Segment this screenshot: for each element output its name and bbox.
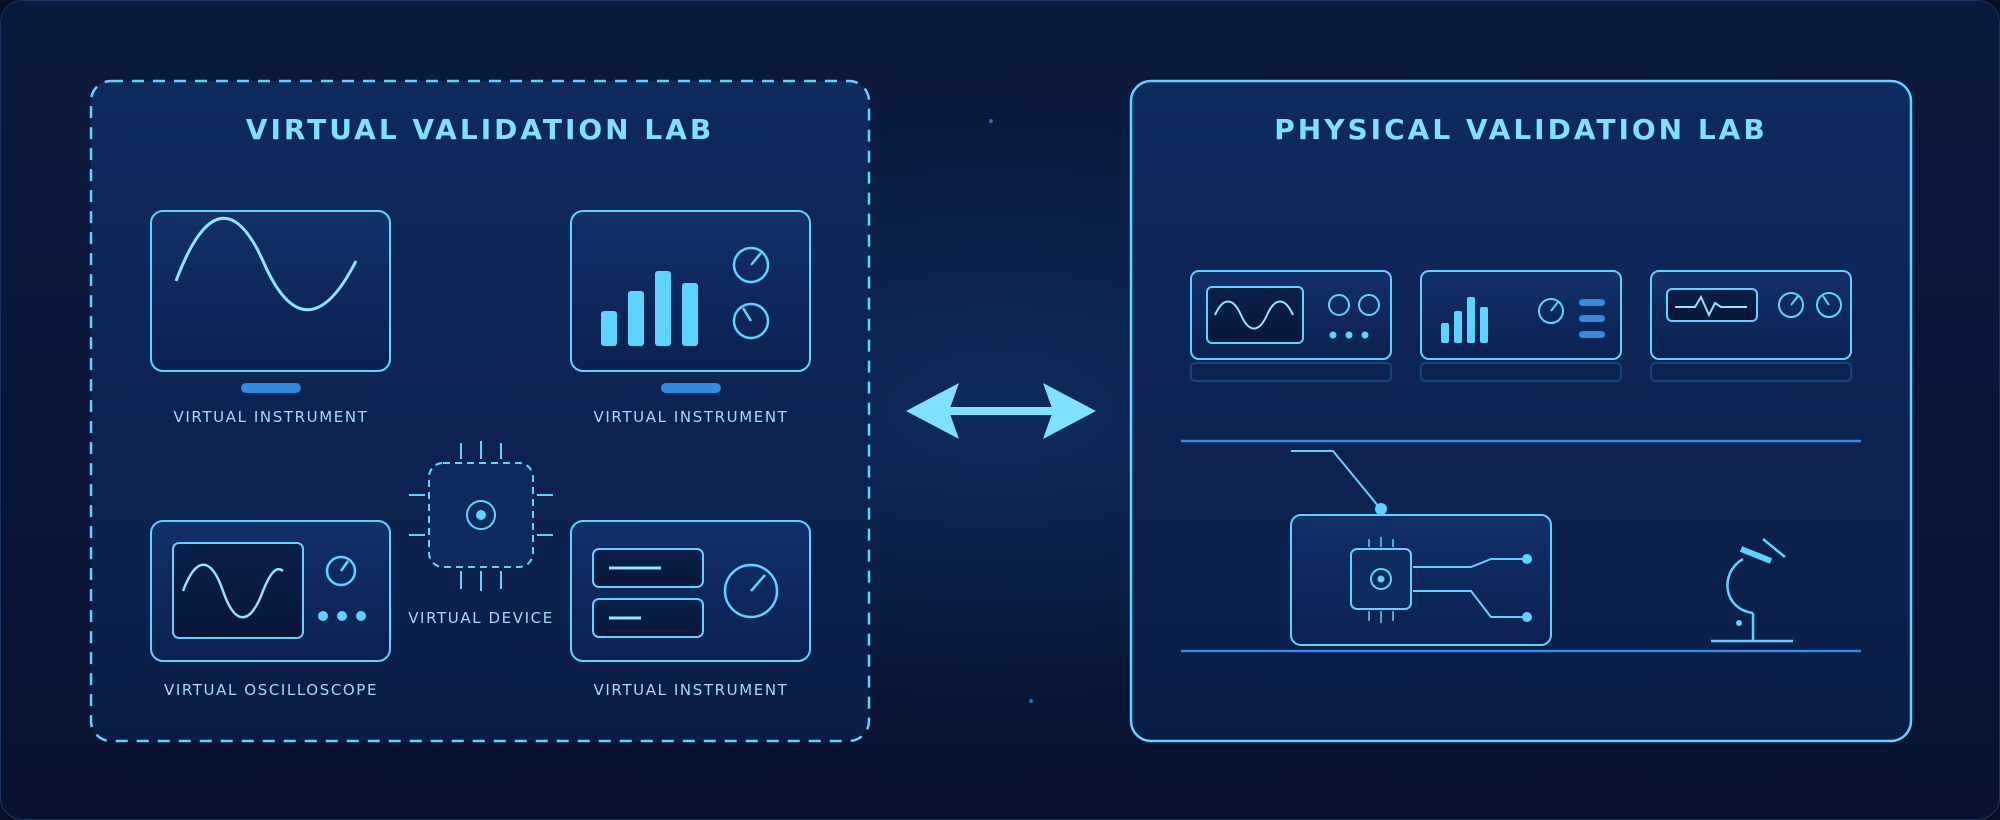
sine-wave-icon xyxy=(1214,300,1294,330)
background-dot xyxy=(1029,699,1033,703)
virtual-lab-title: VIRTUAL VALIDATION LAB xyxy=(245,113,715,146)
knob-icon xyxy=(732,246,770,284)
probe-tip-icon xyxy=(1375,503,1387,515)
virtual-instrument-readout-panel xyxy=(570,520,811,662)
virtual-instrument-bar-display xyxy=(570,210,811,393)
knob-icon xyxy=(1328,294,1350,316)
rack-instrument-analyzer xyxy=(1420,270,1622,382)
indicator-dots-icon xyxy=(318,611,366,621)
knob-icon xyxy=(1778,292,1804,318)
virtual-instrument-sine-monitor xyxy=(150,210,391,393)
virtual-instrument-top-left-label: VIRTUAL INSTRUMENT xyxy=(173,408,369,426)
monitor-stand-icon xyxy=(241,383,301,393)
virtual-device-chip-icon xyxy=(409,441,553,591)
knob-icon xyxy=(1538,298,1564,324)
probe-cable-icon xyxy=(1291,450,1380,508)
bar-chart-icon xyxy=(1441,297,1488,343)
test-board-chip-icon xyxy=(1290,514,1552,646)
knob-icon xyxy=(1358,294,1380,316)
knob-icon xyxy=(325,555,357,587)
virtual-oscilloscope xyxy=(150,520,391,662)
sine-wave-icon xyxy=(174,216,358,312)
virtual-device-label: VIRTUAL DEVICE xyxy=(408,609,554,627)
microscope-icon xyxy=(1711,538,1793,643)
virtual-instrument-top-right-label: VIRTUAL INSTRUMENT xyxy=(593,408,789,426)
virtual-oscilloscope-label: VIRTUAL OSCILLOSCOPE xyxy=(163,681,379,699)
sine-wave-icon xyxy=(181,563,284,619)
knob-icon xyxy=(1816,292,1842,318)
rack-instrument-oscilloscope xyxy=(1190,270,1392,382)
bidirectional-arrow-icon xyxy=(906,383,1096,439)
pulse-icon xyxy=(1675,294,1747,318)
physical-lab-title: PHYSICAL VALIDATION LAB xyxy=(1274,113,1768,146)
knob-icon xyxy=(723,563,779,619)
indicator-dots-icon xyxy=(1329,331,1369,339)
slider-lines-icon xyxy=(1579,299,1605,338)
background-dot xyxy=(989,119,993,123)
rack-instrument-signal-monitor xyxy=(1650,270,1852,382)
knob-icon xyxy=(732,302,770,340)
monitor-stand-icon xyxy=(661,383,721,393)
bar-chart-icon xyxy=(601,271,698,346)
virtual-instrument-bottom-right-label: VIRTUAL INSTRUMENT xyxy=(593,681,789,699)
